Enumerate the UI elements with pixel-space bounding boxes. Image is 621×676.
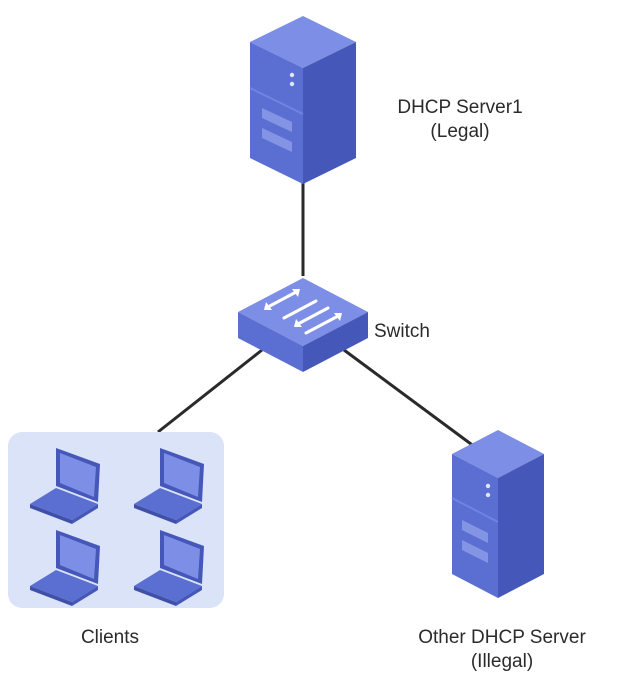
switch-arrows-icon <box>264 289 342 335</box>
switch-name: Switch <box>374 321 430 342</box>
server2-icon <box>451 430 544 598</box>
switch-label: Switch <box>374 320 430 344</box>
link-switch-server2 <box>343 348 476 449</box>
server1-icon <box>249 16 356 184</box>
server2-name: Other DHCP Server <box>418 627 586 648</box>
server1-note: (Legal) <box>430 121 490 142</box>
laptop-icon <box>134 448 204 524</box>
laptop-icon <box>30 448 100 524</box>
server2-note: (Illegal) <box>470 651 534 672</box>
clients-name: Clients <box>80 627 140 648</box>
clients-label: Clients <box>50 626 170 650</box>
server1-name: DHCP Server1 <box>397 97 523 118</box>
server1-label: DHCP Server1 (Legal) <box>390 96 530 144</box>
link-switch-clients <box>157 348 263 434</box>
switch-icon <box>238 278 368 372</box>
laptop-icon <box>134 530 204 606</box>
server2-label: Other DHCP Server (Illegal) <box>392 626 612 674</box>
laptop-icon <box>30 530 100 606</box>
clients-group <box>8 432 224 608</box>
